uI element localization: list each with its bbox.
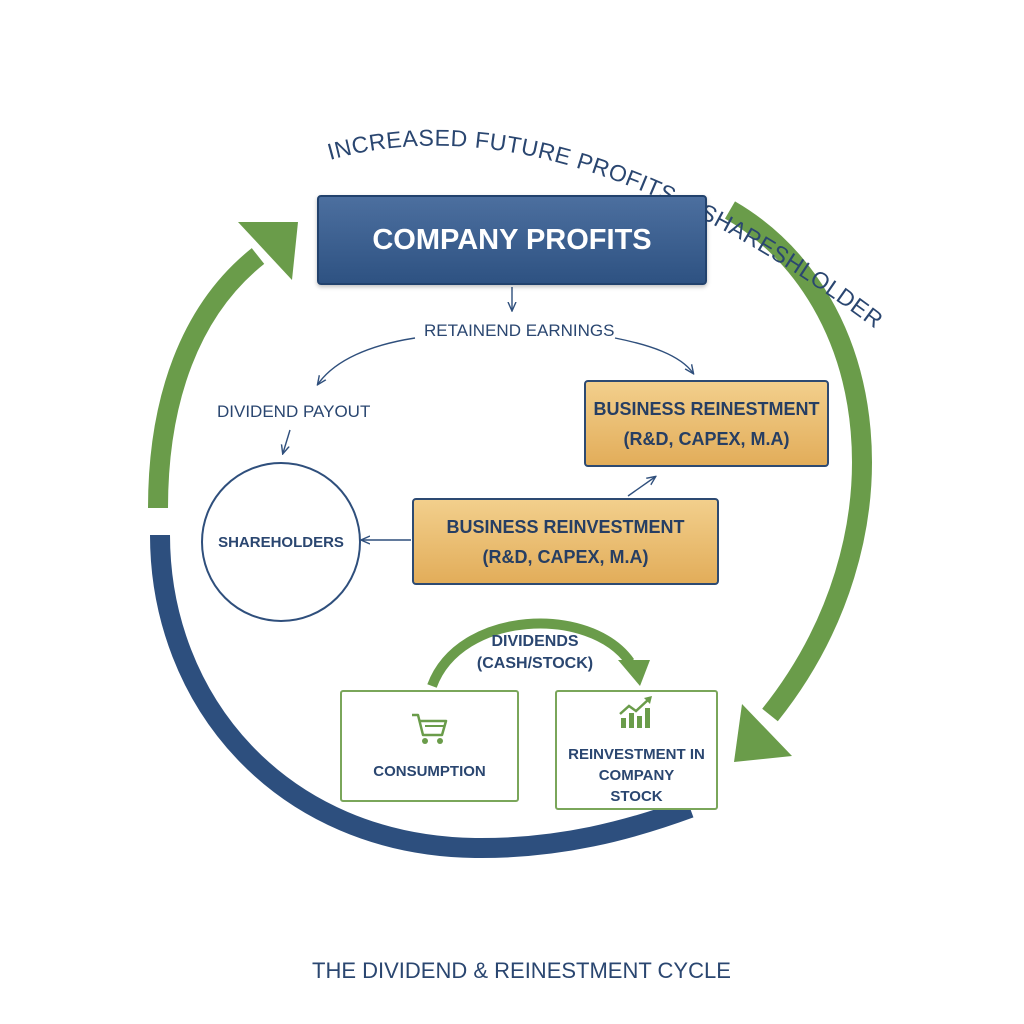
reinvestment-stock-box: REINVESTMENT IN COMPANY STOCK — [555, 690, 718, 810]
payout-to-shareholders-line — [283, 429, 291, 453]
reinvestment-stock-line1: REINVESTMENT IN — [568, 745, 705, 763]
shopping-cart-icon — [411, 713, 447, 744]
left-green-arc — [148, 248, 265, 509]
business-reinvestment-top-line1: BUSINESS REINESTMENT — [593, 398, 820, 419]
diagram-footer-title: THE DIVIDEND & REINESTMENT CYCLE — [312, 958, 731, 983]
dividends-label: DIVIDENDS (CASH/STOCK) — [470, 631, 600, 675]
consumption-label: CONSUMPTION — [373, 762, 486, 780]
consumption-box: CONSUMPTION — [340, 690, 519, 802]
dividends-green-arc — [427, 618, 635, 688]
right-green-arrowhead — [734, 704, 792, 762]
business-reinvestment-mid-line1: BUSINESS REINVESTMENT — [446, 516, 685, 537]
shareholders-label: SHAREHOLDERS — [218, 533, 344, 551]
retained-to-payout-line — [318, 337, 416, 384]
left-green-arrowhead — [238, 222, 298, 280]
shareholders-circle: SHAREHOLDERS — [201, 462, 361, 622]
business-reinvestment-mid-line2: (R&D, CAPEX, M.A) — [482, 546, 649, 567]
mid-to-top-reinvestment-line — [627, 477, 655, 497]
company-profits-label: COMPANY PROFITS — [372, 223, 652, 256]
business-reinvestment-top-line2: (R&D, CAPEX, M.A) — [623, 428, 790, 449]
navy-arc — [150, 534, 694, 859]
dividends-line2: (CASH/STOCK) — [476, 655, 594, 672]
dividends-line1: DIVIDENDS — [491, 633, 579, 650]
business-reinvestment-top-box: BUSINESS REINESTMENT (R&D, CAPEX, M.A) — [584, 380, 829, 467]
retained-earnings-label: RETAINEND EARNINGS — [424, 321, 615, 340]
retained-to-reinvestment-line — [614, 337, 693, 373]
growth-chart-icon — [618, 695, 652, 728]
reinvestment-stock-line2: COMPANY — [598, 766, 675, 784]
right-green-arc — [724, 201, 872, 722]
company-profits-box: COMPANY PROFITS — [317, 195, 707, 285]
reinvestment-stock-line3: STOCK — [610, 787, 663, 805]
business-reinvestment-mid-box: BUSINESS REINVESTMENT (R&D, CAPEX, M.A) — [412, 498, 719, 585]
dividend-payout-label: DIVIDEND PAYOUT — [217, 402, 371, 421]
dividends-green-arrowhead — [618, 660, 650, 686]
